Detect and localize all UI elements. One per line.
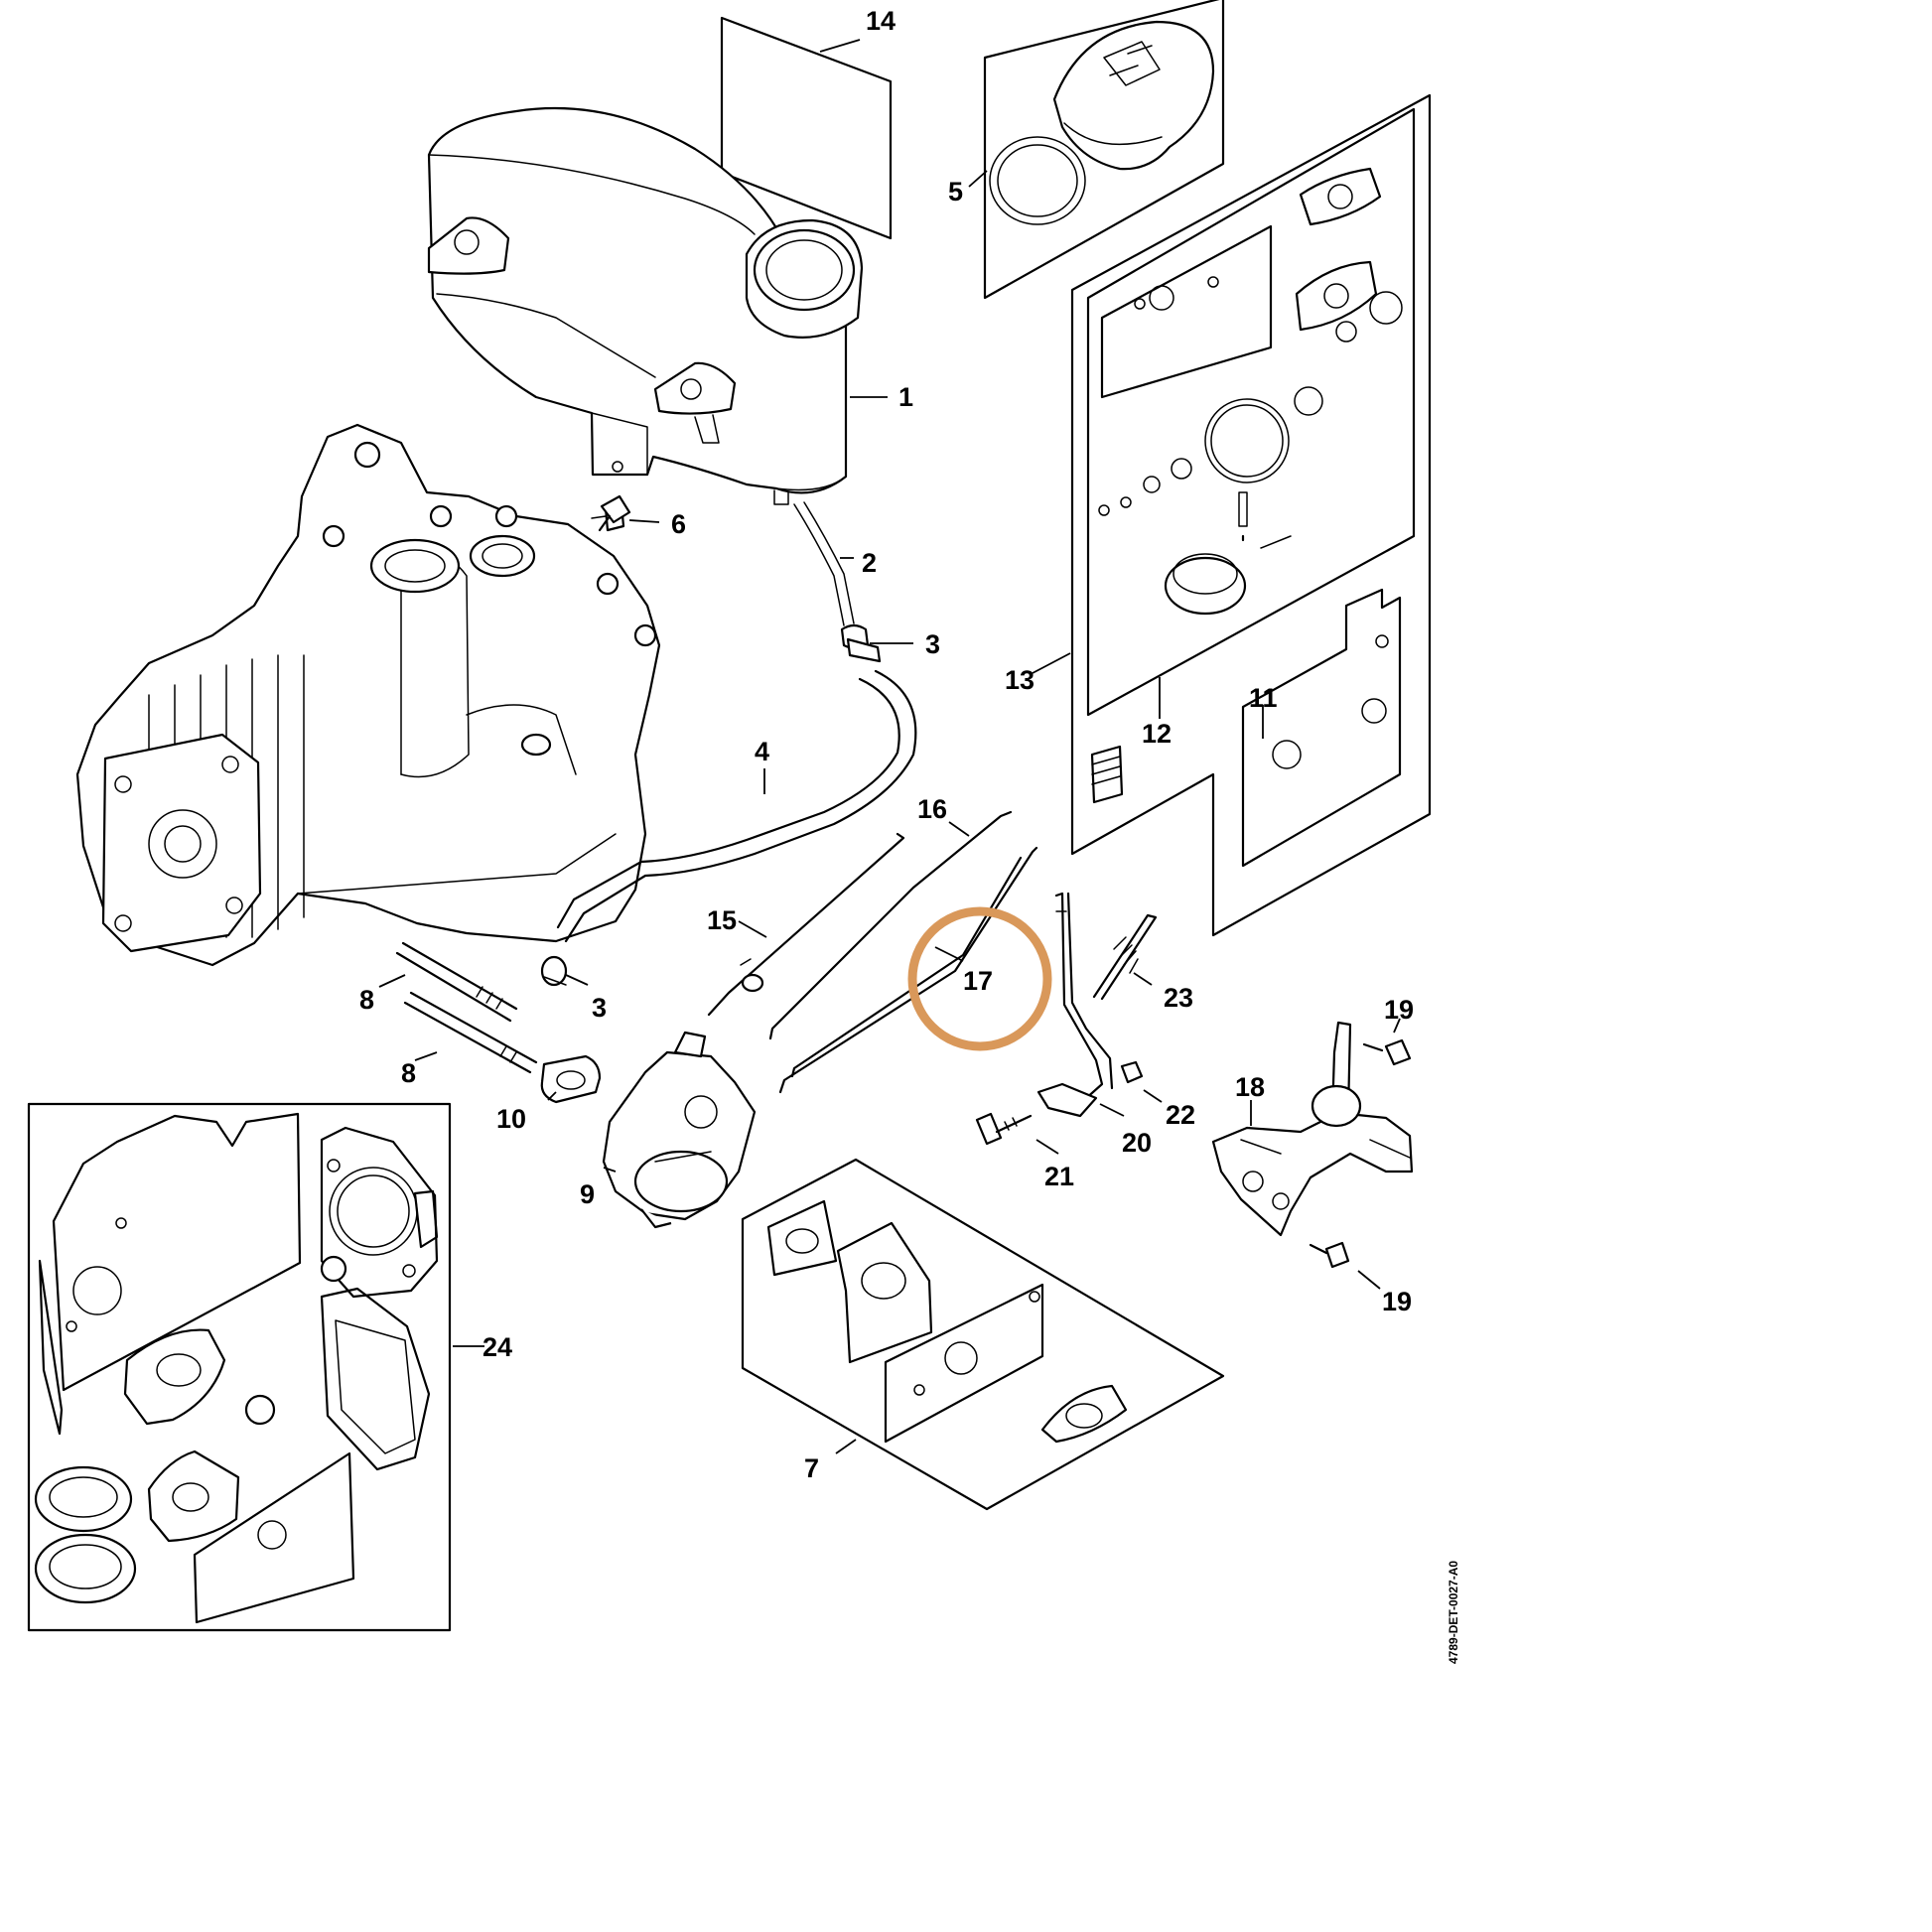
bolt-21-illustration (975, 1112, 1033, 1146)
bolt-19-bottom-illustration (1309, 1241, 1350, 1269)
part-label-3-bottom[interactable]: 3 (592, 993, 607, 1023)
cap-seal-illustration (989, 136, 1086, 225)
nut-22-illustration (1120, 1060, 1144, 1084)
kit-box-7 (741, 1158, 1225, 1511)
part-label-4[interactable]: 4 (755, 737, 769, 766)
part-label-23[interactable]: 23 (1164, 983, 1193, 1013)
part-label-21[interactable]: 21 (1044, 1162, 1074, 1191)
fuel-tank-illustration (427, 106, 864, 505)
part-label-10[interactable]: 10 (496, 1104, 526, 1134)
carburetor-illustration (540, 1031, 757, 1229)
part-label-14[interactable]: 14 (866, 6, 896, 36)
part-label-6[interactable]: 6 (671, 509, 686, 539)
part-label-5[interactable]: 5 (948, 177, 963, 207)
linkage-rods-illustration (707, 810, 1038, 1094)
governor-lever-illustration (1036, 892, 1158, 1118)
part-label-17[interactable]: 17 (963, 966, 993, 996)
tank-cap-illustration (1052, 20, 1215, 171)
part-label-3-top[interactable]: 3 (925, 629, 940, 659)
bolt-19-top-illustration (1362, 1038, 1412, 1066)
part-label-1[interactable]: 1 (898, 382, 913, 412)
part-label-19-bottom[interactable]: 19 (1382, 1287, 1412, 1316)
part-label-20[interactable]: 20 (1122, 1128, 1152, 1158)
part-label-13[interactable]: 13 (1005, 665, 1035, 695)
throttle-control-illustration (1211, 1021, 1414, 1237)
kit-box-14 (720, 16, 893, 240)
part-label-12[interactable]: 12 (1142, 719, 1172, 749)
part-label-22[interactable]: 22 (1166, 1100, 1195, 1130)
part-label-2[interactable]: 2 (862, 548, 877, 578)
part-labels: 14 5 1 6 2 3 13 12 11 4 16 15 17 23 8 3 … (359, 6, 1414, 1483)
stud-bolts-illustration (395, 941, 538, 1074)
kit-box-24 (27, 1102, 452, 1632)
part-label-19-top[interactable]: 19 (1384, 995, 1414, 1025)
leader-lines (378, 39, 1401, 1454)
part-label-18[interactable]: 18 (1235, 1072, 1265, 1102)
drawing-reference-code: 4789-DET-0027-A0 (1447, 1561, 1460, 1664)
kit-box-5 (983, 0, 1225, 300)
part-label-24[interactable]: 24 (483, 1332, 512, 1362)
bolt-6-illustration (598, 494, 631, 532)
kit-box-13 (1070, 93, 1432, 937)
part-label-15[interactable]: 15 (707, 905, 737, 935)
highlight-circle (907, 906, 1052, 1051)
engine-block-illustration (75, 423, 661, 967)
part-label-8-top[interactable]: 8 (359, 985, 374, 1015)
part-label-11[interactable]: 11 (1249, 683, 1278, 713)
part-label-8-bottom[interactable]: 8 (401, 1058, 416, 1088)
part-label-16[interactable]: 16 (917, 794, 947, 824)
part-label-7[interactable]: 7 (804, 1453, 819, 1483)
part-label-9[interactable]: 9 (580, 1179, 595, 1209)
